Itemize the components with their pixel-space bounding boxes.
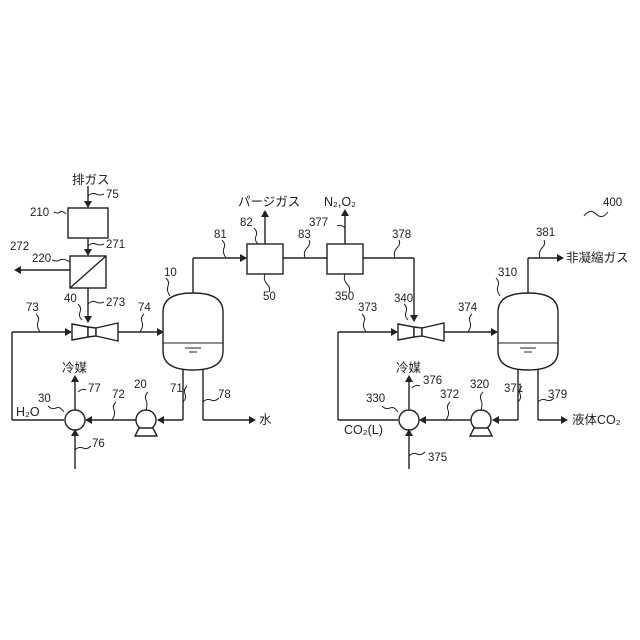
unit-350 — [327, 244, 363, 274]
ref-10: 10 — [164, 267, 177, 279]
ref-78: 78 — [218, 389, 231, 401]
ref-376: 376 — [423, 375, 442, 387]
line-71 — [157, 370, 183, 424]
ref-73: 73 — [26, 302, 39, 314]
vessel-10 — [163, 293, 223, 370]
label-exhaust-gas: 排ガス — [72, 173, 110, 187]
pump-20 — [135, 410, 157, 436]
label-purge-gas: パージガス — [238, 195, 300, 209]
label-co2-liquid: CO₂(L) — [344, 423, 383, 437]
line-272 — [14, 266, 70, 274]
line-381 — [528, 254, 564, 293]
pump-320 — [470, 410, 492, 436]
line-81 — [193, 254, 247, 293]
ref-379: 379 — [548, 389, 567, 401]
ref-74: 74 — [138, 302, 151, 314]
ref-310: 310 — [498, 267, 517, 279]
line-271 — [84, 238, 92, 256]
ref-377: 377 — [309, 217, 328, 229]
ref-381: 381 — [536, 227, 555, 239]
line-372 — [419, 416, 471, 424]
ref-372: 372 — [440, 389, 459, 401]
ref-76: 76 — [92, 438, 105, 450]
ref-350: 350 — [335, 291, 354, 303]
label-refrigerant-left: 冷媒 — [62, 361, 88, 375]
ejector-40 — [72, 323, 118, 341]
label-water: 水 — [259, 413, 272, 427]
vessel-310 — [498, 293, 558, 370]
line-371 — [492, 370, 518, 424]
ref-330: 330 — [366, 393, 385, 405]
ref-375: 375 — [428, 452, 447, 464]
label-h2o: H₂O — [16, 405, 40, 419]
ref-40: 40 — [64, 293, 77, 305]
line-82 — [261, 210, 269, 244]
ref-374: 374 — [458, 302, 478, 314]
ref-20: 20 — [134, 379, 147, 391]
line-373 — [338, 328, 398, 420]
line-374 — [444, 328, 498, 336]
ref-400: 400 — [603, 197, 622, 209]
line-273 — [84, 288, 92, 323]
ref-210: 210 — [30, 207, 49, 219]
unit-50 — [247, 244, 283, 274]
ref-75: 75 — [106, 189, 119, 201]
line-72 — [85, 416, 136, 424]
ref-320: 320 — [470, 379, 489, 391]
ref-272: 272 — [10, 241, 29, 253]
label-non-condensable-gas: 非凝縮ガス — [566, 250, 629, 265]
ref-340: 340 — [394, 293, 413, 305]
ejector-340 — [398, 323, 444, 341]
ref-371: 371 — [504, 383, 523, 395]
label-liquid-co2: 液体CO₂ — [572, 412, 621, 427]
heat-exchanger-330 — [399, 375, 419, 469]
ref-50: 50 — [263, 291, 276, 303]
ref-30: 30 — [38, 393, 51, 405]
line-377 — [341, 209, 349, 244]
ref-220: 220 — [32, 253, 51, 265]
ref-77: 77 — [88, 383, 101, 395]
ref-72: 72 — [112, 389, 125, 401]
ref-81: 81 — [214, 229, 227, 241]
line-74 — [118, 328, 164, 336]
unit-210 — [68, 208, 108, 238]
line-75 — [84, 186, 92, 208]
ref-71: 71 — [170, 383, 183, 395]
ref-82: 82 — [240, 217, 253, 229]
membrane-unit-220 — [70, 256, 106, 288]
ref-83: 83 — [298, 229, 311, 241]
ref-273: 273 — [106, 297, 125, 309]
ref-373: 373 — [358, 302, 377, 314]
label-n2-o2: N₂,O₂ — [324, 195, 356, 209]
ref-271: 271 — [106, 239, 125, 251]
label-refrigerant-right: 冷媒 — [396, 361, 422, 375]
ref-378: 378 — [392, 229, 411, 241]
